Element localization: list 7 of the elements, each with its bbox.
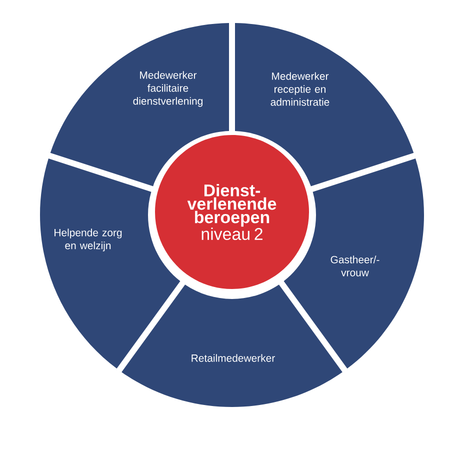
node-label: Gastheer/-vrouw xyxy=(330,256,380,276)
ring-segment: Helpende zorg en welzijn xyxy=(40,158,180,369)
node-label: Helpende zorg en welzijn xyxy=(54,228,122,252)
ring-segment: Gastheer/-vrouw xyxy=(284,158,424,369)
ring-segment: Medewerker receptie en administratie xyxy=(235,23,414,186)
ring-segment: Retailmedewerker xyxy=(122,284,342,407)
node-label: Retailmedewerker xyxy=(192,354,275,362)
